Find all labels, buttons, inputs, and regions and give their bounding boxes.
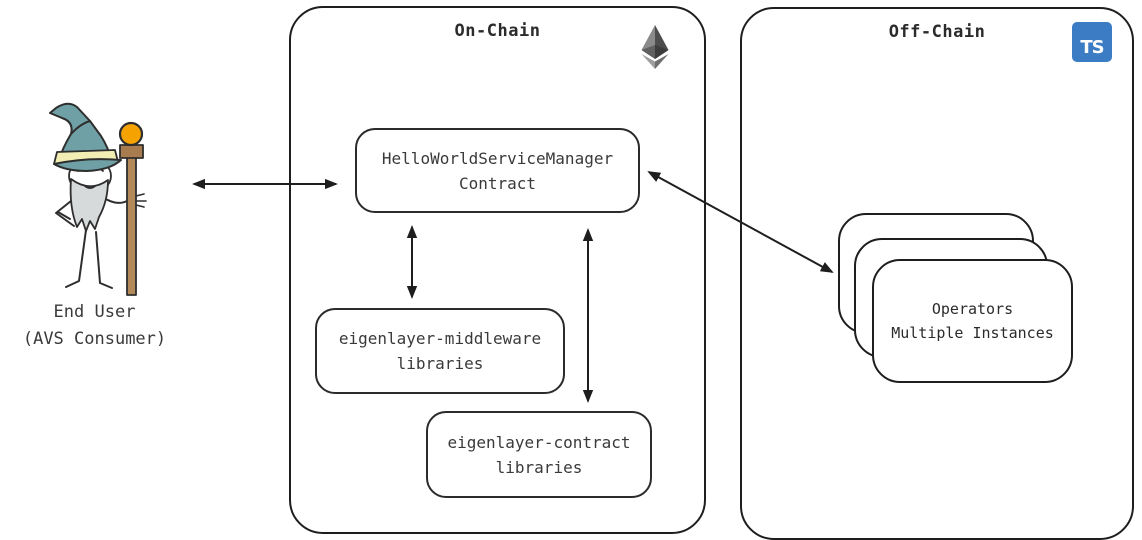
wizard-left-leg [65,229,87,288]
eigenlayer-contract-libraries-box: eigenlayer-contract libraries [426,411,652,498]
service-manager-contract-box: HelloWorldServiceManager Contract [355,128,640,213]
wizard-right-arm [103,197,128,204]
operators-box: Operators Multiple Instances [872,259,1073,383]
wizard-staff [126,155,137,296]
off-chain-container: Off-Chain [740,7,1134,540]
wizard-left-arm [55,196,77,227]
eigenlayer-middleware-libraries-box: eigenlayer-middleware libraries [315,308,565,394]
wizard-beard [69,178,109,232]
wizard-right-leg [95,231,113,289]
end-user-label: End User (AVS Consumer) [22,302,167,349]
on-chain-title: On-Chain [454,21,541,41]
wizard-hand-fingers [135,193,147,208]
off-chain-title: Off-Chain [888,22,986,42]
wizard-illustration [49,102,147,296]
on-chain-container: On-Chain [289,6,706,534]
typescript-icon: TS [1072,22,1112,62]
typescript-icon-label: TS [1080,37,1104,58]
wizard-mouth [84,185,96,189]
wizard-hat-brim [53,158,122,172]
ethereum-icon [641,25,669,69]
wizard-staff-orb [118,121,144,147]
wizard-staff-cap [119,144,144,159]
